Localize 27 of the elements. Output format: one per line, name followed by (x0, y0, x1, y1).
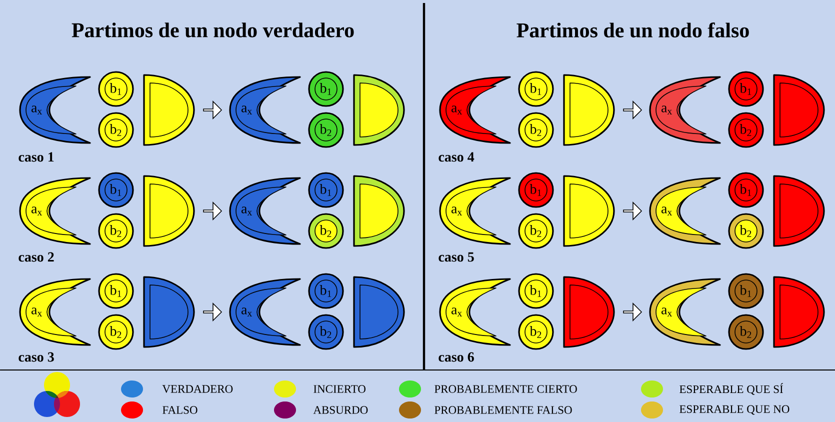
crescent: a$_{x}$ (19, 278, 91, 346)
crescent: a$_{x}$ (439, 76, 511, 144)
crescent: a$_{x}$ (229, 278, 301, 346)
case-label: caso 5 (438, 252, 474, 262)
crescent: a$_{x}$ (649, 177, 721, 245)
crescent: a$_{x}$ (19, 76, 91, 144)
panel-title: Partimos de un nodo falso (516, 22, 749, 38)
crescent: a$_{x}$ (229, 177, 301, 245)
legend-label: ESPERABLE QUE NO (680, 405, 790, 415)
legend-label: ABSURDO (313, 406, 368, 414)
panel-title: Partimos de un nodo verdadero (72, 22, 354, 38)
case-label: caso 4 (438, 152, 474, 162)
crescent: a$_{x}$ (439, 177, 511, 245)
legend-label: VERDADERO (162, 385, 233, 393)
crescent: a$_{x}$ (649, 76, 721, 144)
crescent: a$_{x}$ (649, 278, 721, 346)
legend-label: PROBABLEMENTE CIERTO (434, 385, 577, 393)
legend-label: INCIERTO (314, 385, 366, 393)
legend-label: ESPERABLE QUE SÍ (680, 383, 783, 395)
legend-label: PROBABLEMENTE FALSO (434, 406, 572, 414)
case-label: caso 1 (18, 152, 54, 162)
case-label: caso 6 (438, 352, 474, 362)
legend-label: FALSO (162, 406, 198, 414)
crescent: a$_{x}$ (19, 177, 91, 245)
crescent: a$_{x}$ (229, 76, 301, 144)
case-label: caso 2 (18, 252, 54, 262)
crescent: a$_{x}$ (439, 278, 511, 346)
